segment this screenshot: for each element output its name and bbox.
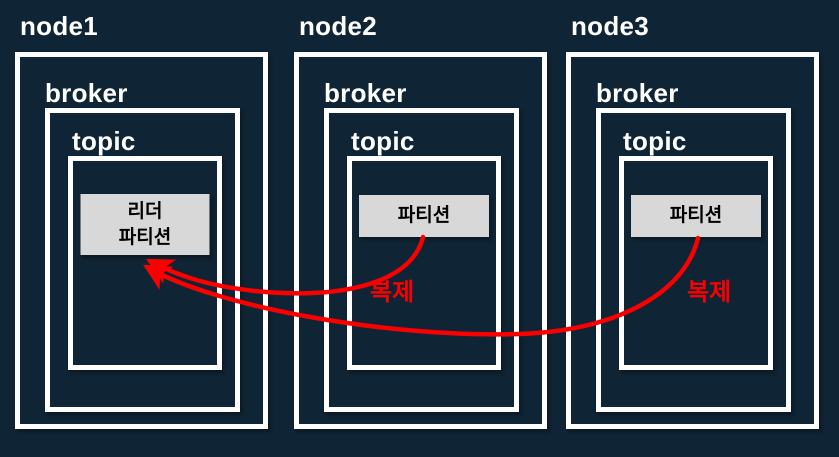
node1-broker-label: broker	[45, 78, 128, 108]
node1-topic-box: 리더 파티션	[68, 156, 222, 370]
node1-leader-partition-box: 리더 파티션	[80, 194, 210, 255]
node-group-node3: node3 broker topic 파티션	[566, 0, 819, 457]
node3-topic-box: 파티션	[619, 156, 773, 370]
replication-label-node3: 복제	[687, 279, 732, 306]
node2-topic-box: 파티션	[347, 156, 501, 370]
node3-partition-box: 파티션	[631, 195, 761, 237]
node1-topic-label: topic	[72, 126, 136, 156]
node-group-node1: node1 broker topic 리더 파티션	[15, 0, 268, 457]
node2-partition-box: 파티션	[359, 195, 489, 237]
node2-broker-label: broker	[324, 78, 407, 108]
replication-label-node2: 복제	[370, 279, 415, 306]
node3-topic-label: topic	[623, 126, 687, 156]
node3-broker-label: broker	[596, 78, 679, 108]
node3-title: node3	[571, 11, 650, 41]
node2-title: node2	[299, 11, 378, 41]
node-group-node2: node2 broker topic 파티션	[294, 0, 547, 457]
node2-topic-label: topic	[351, 126, 415, 156]
node1-title: node1	[20, 11, 99, 41]
